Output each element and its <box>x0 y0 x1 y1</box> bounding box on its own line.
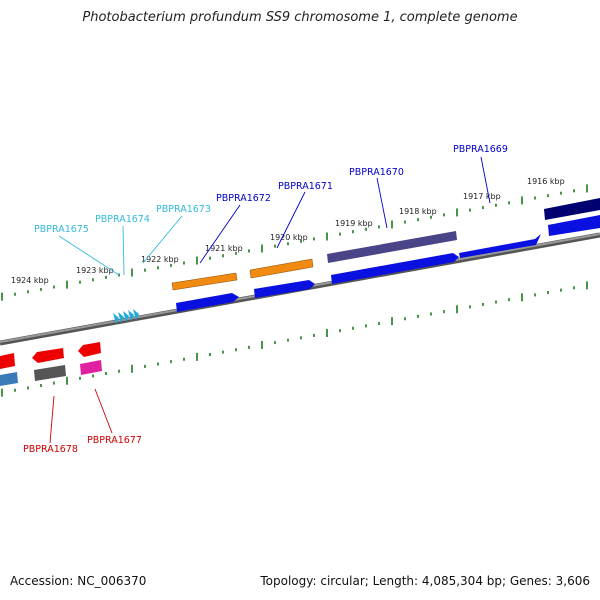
gene-label-pbpra1669: PBPRA1669 <box>453 144 508 155</box>
gene-steel <box>0 372 18 386</box>
gene-label-pbpra1675: PBPRA1675 <box>34 224 89 235</box>
scale-label-1917: 1917 kbp <box>463 192 501 201</box>
scale-label-1916: 1916 kbp <box>527 177 565 186</box>
gene-label-pbpra1673: PBPRA1673 <box>156 204 211 215</box>
gene-red-2 <box>32 348 64 363</box>
gene-blue-4 <box>459 234 541 258</box>
gene-red-3 <box>78 342 101 357</box>
gene-labels: PBPRA1675 PBPRA1674 PBPRA1673 PBPRA1672 … <box>23 144 508 455</box>
gene-navy <box>544 198 600 220</box>
scale-label-1921: 1921 kbp <box>205 244 243 253</box>
lower-gene-row <box>176 215 600 312</box>
scale-labels: 1924 kbp 1923 kbp 1922 kbp 1921 kbp 1920… <box>11 177 565 285</box>
reverse-gene-row <box>0 342 102 386</box>
gene-blue-1 <box>176 293 239 312</box>
gene-orange-1 <box>171 272 238 291</box>
accession-text: Accession: NC_006370 <box>10 574 147 588</box>
scale-label-1922: 1922 kbp <box>141 255 179 264</box>
gene-label-pbpra1671: PBPRA1671 <box>278 181 333 192</box>
gene-red-1 <box>0 353 15 369</box>
upper-scale-ticks <box>1 184 588 301</box>
upper-gene-row <box>171 198 600 291</box>
gene-pink <box>80 360 102 375</box>
scale-label-1919: 1919 kbp <box>335 219 373 228</box>
gene-blue-3 <box>331 253 459 284</box>
gene-label-pbpra1677: PBPRA1677 <box>87 435 142 446</box>
cyan-genes <box>113 309 139 324</box>
scale-label-1920: 1920 kbp <box>270 233 308 242</box>
gene-label-pbpra1670: PBPRA1670 <box>349 167 404 178</box>
gene-label-pbpra1672: PBPRA1672 <box>216 193 271 204</box>
gene-slate <box>327 231 457 263</box>
gene-gray <box>34 365 66 381</box>
map-title: Photobacterium profundum SS9 chromosome … <box>82 10 518 25</box>
gene-blue-2 <box>254 280 315 298</box>
lower-scale-ticks <box>1 281 588 397</box>
gene-blue-5 <box>548 215 600 236</box>
scale-label-1918: 1918 kbp <box>399 207 437 216</box>
gene-label-pbpra1678: PBPRA1678 <box>23 444 78 455</box>
gene-label-pbpra1674: PBPRA1674 <box>95 214 150 225</box>
label-leaders <box>49 156 491 444</box>
scale-label-1923: 1923 kbp <box>76 266 114 275</box>
scale-label-1924: 1924 kbp <box>11 276 49 285</box>
topology-text: Topology: circular; Length: 4,085,304 bp… <box>260 574 590 588</box>
gene-orange-2 <box>249 258 314 279</box>
